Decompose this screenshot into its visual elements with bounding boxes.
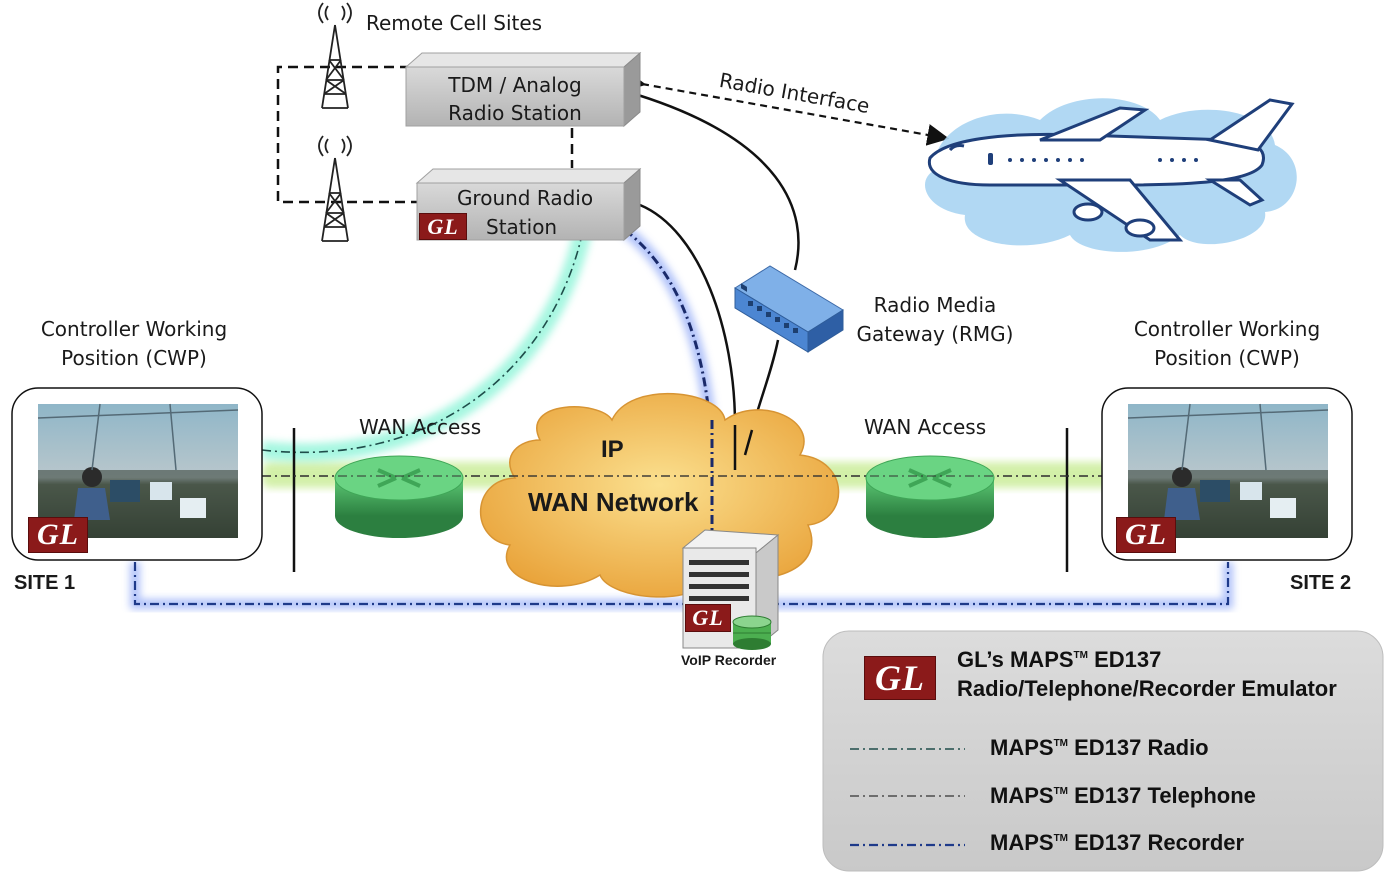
wan-access-right-label: WAN Access [864, 415, 987, 439]
radio-tower-icon [318, 2, 352, 109]
ground-station-label-line2: Station [486, 215, 558, 239]
radio-tower-icon [318, 135, 352, 242]
gl-logo: GL [419, 213, 467, 240]
tdm-radio-station-box [404, 51, 642, 128]
tdm-station-label-line1: TDM / Analog [448, 73, 582, 97]
gl-logo: GL [28, 517, 88, 553]
gl-logo: GL [1116, 517, 1176, 553]
legend-item-recorder: MAPSTM ED137 Recorder [990, 830, 1245, 855]
voip-recorder-label: VoIP Recorder [681, 652, 777, 668]
legend-title-line2: Radio/Telephone/Recorder Emulator [957, 676, 1337, 701]
router-icon [334, 455, 464, 538]
remote-site-links [276, 65, 574, 204]
legend-panel [822, 630, 1384, 872]
legend-item-radio: MAPSTM ED137 Radio [990, 735, 1209, 760]
database-icon [732, 615, 772, 650]
radio-interface-arrow [622, 70, 950, 146]
remote-cell-sites-label: Remote Cell Sites [366, 11, 543, 35]
legend-title-line1: GL’s MAPSTM ED137 [957, 647, 1162, 672]
airplane-icon [925, 98, 1297, 252]
wan-access-left-label: WAN Access [359, 415, 482, 439]
gl-logo: GL [864, 656, 936, 700]
cwp-left-label-line2: Position (CWP) [61, 346, 207, 370]
radio-link [261, 218, 594, 462]
gl-logo: GL [685, 604, 731, 632]
cwp-right-label-line1: Controller Working [1133, 317, 1321, 341]
wan-network-label: WAN Network [528, 487, 699, 517]
ground-station-label-line1: Ground Radio [456, 186, 594, 210]
cwp-right-label-line2: Position (CWP) [1154, 346, 1300, 370]
tdm-station-label-line2: Radio Station [448, 101, 582, 125]
cwp-left-label-line1: Controller Working [40, 317, 228, 341]
cwp-right-frame [1101, 387, 1353, 561]
gateway-icon [734, 265, 844, 353]
rmg-label-line1: Radio Media [873, 293, 997, 317]
site1-label: SITE 1 [14, 572, 76, 594]
legend-item-telephone: MAPSTM ED137 Telephone [990, 783, 1256, 808]
router-icon [865, 455, 995, 538]
recorder-link [130, 225, 1233, 609]
rmg-label-line2: Gateway (RMG) [856, 322, 1014, 346]
site2-label: SITE 2 [1290, 572, 1352, 594]
ip-label: IP [601, 436, 624, 463]
